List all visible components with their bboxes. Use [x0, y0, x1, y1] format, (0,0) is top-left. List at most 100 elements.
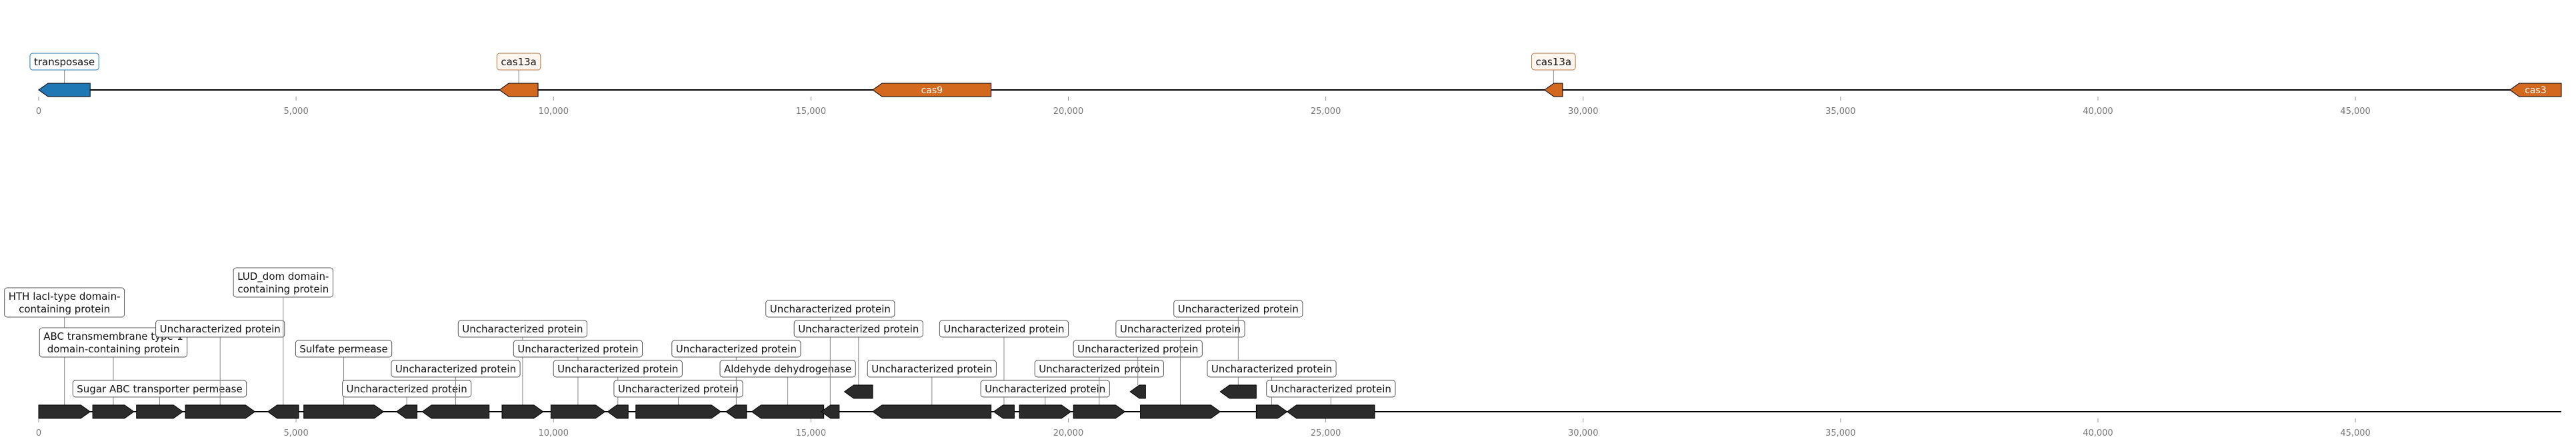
- gene-arrow[interactable]: [1255, 404, 1288, 419]
- gene-arrow[interactable]: [1073, 404, 1126, 419]
- gene-label-box: [553, 360, 683, 378]
- axis-tick-label: 15,000: [796, 107, 827, 117]
- gene-arrow[interactable]: [395, 404, 418, 419]
- gene-arrow[interactable]: [872, 404, 992, 419]
- gene-arrow[interactable]: [751, 404, 825, 419]
- gene-label: Uncharacterized protein: [871, 363, 992, 375]
- gene-arrow[interactable]: [607, 404, 629, 419]
- gene-label-box: [719, 360, 856, 378]
- gene-arrow[interactable]: [2509, 83, 2562, 97]
- gene-arrow[interactable]: [1219, 384, 1257, 399]
- gene-label-box: [39, 327, 188, 358]
- gene-label: Aldehyde dehydrogenase: [724, 363, 851, 375]
- gene-layer: cas9 cas3: [38, 83, 2562, 97]
- gene-arrow[interactable]: [1543, 83, 1563, 97]
- gene-arrow[interactable]: [1019, 404, 1072, 419]
- gene-arrow[interactable]: [872, 83, 992, 97]
- axis-tick-label: 10,000: [538, 428, 569, 438]
- gene-label: Uncharacterized protein: [395, 363, 516, 375]
- gene-arrow[interactable]: [92, 404, 135, 419]
- gene-label-box: [980, 380, 1110, 398]
- gene-label: cas13a: [1536, 56, 1572, 68]
- gene-label: transposase: [34, 56, 95, 68]
- gene-label-box: [1531, 53, 1576, 71]
- gene-label-box: [233, 267, 333, 298]
- gene-arrow[interactable]: [725, 404, 747, 419]
- gene-label: Uncharacterized protein: [798, 323, 919, 335]
- axis-tick-label: 35,000: [1825, 428, 1856, 438]
- axis-tick-label: 15,000: [796, 428, 827, 438]
- axis-tick-label: 35,000: [1825, 107, 1856, 117]
- gene-arrow[interactable]: [843, 384, 873, 399]
- gene-arrow[interactable]: [550, 404, 606, 419]
- axis-tick-label: 5,000: [284, 107, 309, 117]
- axis-tick-label: 20,000: [1053, 107, 1084, 117]
- gene-arrow[interactable]: [1286, 404, 1375, 419]
- gene-label-box: [793, 320, 923, 338]
- axis-tick-label: 40,000: [2083, 428, 2113, 438]
- gene-label: Uncharacterized protein: [160, 323, 281, 335]
- gene-arrow[interactable]: [499, 83, 539, 97]
- gene-arrow[interactable]: [820, 404, 840, 419]
- gene-label: Uncharacterized protein: [985, 383, 1105, 395]
- gene-arrow[interactable]: [38, 83, 91, 97]
- axis-tick-label: 30,000: [1568, 107, 1599, 117]
- gene-label-box: [1073, 340, 1203, 358]
- gene-label-box: [155, 320, 285, 338]
- gene-label-box: [391, 360, 521, 378]
- gene-arrow[interactable]: [267, 404, 299, 419]
- axis-tick-label: 30,000: [1568, 428, 1599, 438]
- gene-label: Uncharacterized protein: [557, 363, 678, 375]
- gene-label-box: [457, 320, 588, 338]
- gene-label: Uncharacterized protein: [517, 343, 638, 355]
- gene-inner-label: cas9: [921, 85, 943, 96]
- gene-label: Uncharacterized protein: [770, 303, 891, 315]
- gene-arrow[interactable]: [421, 404, 490, 419]
- gene-label-box: [29, 53, 99, 71]
- gene-label-box: [1266, 380, 1396, 398]
- label-layer: HTH lacI-type domain-containing proteinA…: [4, 267, 1396, 405]
- gene-arrow[interactable]: [501, 404, 544, 419]
- gene-label-box: [671, 340, 801, 358]
- gene-label: Uncharacterized protein: [1271, 383, 1391, 395]
- gene-label-box: [342, 380, 472, 398]
- gene-label: cas13a: [501, 56, 537, 68]
- axis-tick-label: 0: [36, 107, 41, 117]
- gene-label: Sugar ABC transporter permease: [77, 383, 242, 395]
- gene-label: Uncharacterized protein: [1077, 343, 1198, 355]
- gene-label-box: [1115, 320, 1245, 338]
- gene-label: Uncharacterized protein: [1211, 363, 1332, 375]
- gene-label: Uncharacterized protein: [618, 383, 739, 395]
- axis-tick-label: 40,000: [2083, 107, 2113, 117]
- gene-label: Uncharacterized protein: [1120, 323, 1241, 335]
- gene-arrow[interactable]: [185, 404, 256, 419]
- gene-arrow[interactable]: [303, 404, 385, 419]
- axis-tick-label: 20,000: [1053, 428, 1084, 438]
- gene-arrow[interactable]: [38, 404, 91, 419]
- gene-arrow[interactable]: [1140, 404, 1221, 419]
- axis-tick-label: 45,000: [2340, 107, 2371, 117]
- gene-label-box: [295, 340, 393, 358]
- gene-arrow[interactable]: [993, 404, 1015, 419]
- axis-tick-label: 5,000: [284, 428, 309, 438]
- gene-label-box: [1207, 360, 1337, 378]
- gene-label: Uncharacterized protein: [943, 323, 1064, 335]
- gene-label-box: [1173, 300, 1303, 318]
- gene-label: Uncharacterized protein: [462, 323, 583, 335]
- gene-label-box: [939, 320, 1069, 338]
- gene-arrow[interactable]: [1129, 384, 1146, 399]
- axis-tick-label: 25,000: [1311, 107, 1341, 117]
- label-layer: transposase cas13a cas13a: [29, 53, 1576, 83]
- gene-label-box: [496, 53, 541, 71]
- gene-arrow[interactable]: [136, 404, 184, 419]
- gene-inner-label: cas3: [2525, 85, 2546, 96]
- gene-label-box: [72, 380, 247, 398]
- gene-label-box: [613, 380, 743, 398]
- gene-arrow[interactable]: [635, 404, 722, 419]
- gene-label-box: [513, 340, 643, 358]
- axis-tick-label: 25,000: [1311, 428, 1341, 438]
